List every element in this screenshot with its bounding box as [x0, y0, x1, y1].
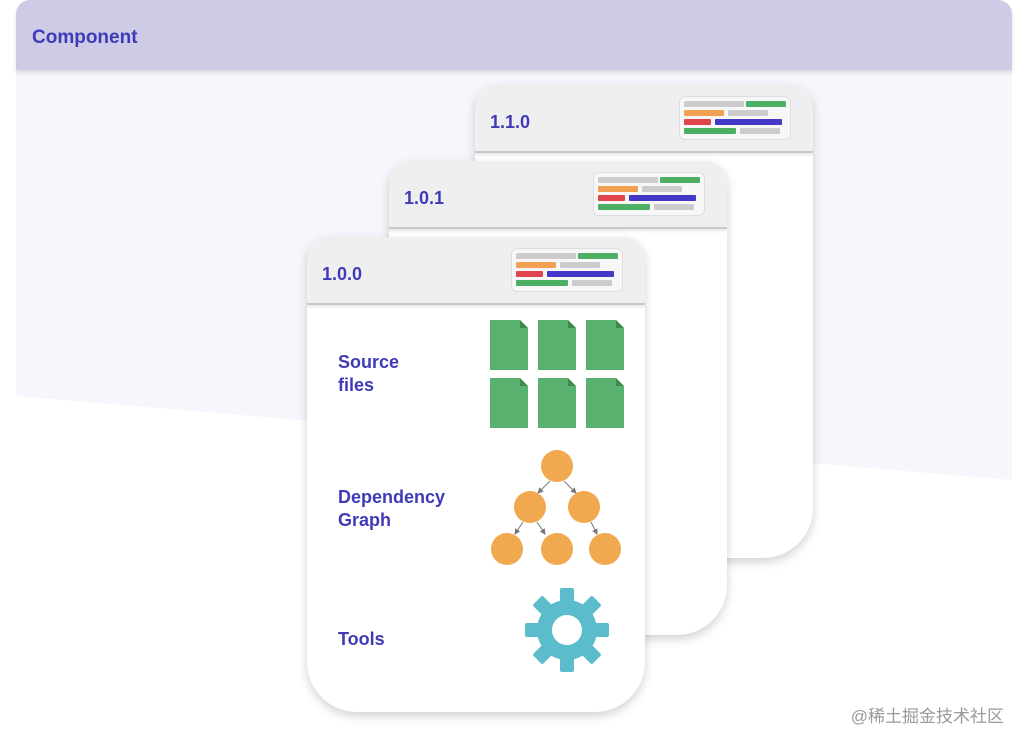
graph-node [568, 491, 600, 523]
code-line [684, 101, 744, 107]
code-line [684, 128, 736, 134]
code-line [516, 253, 576, 259]
code-line [684, 119, 711, 125]
document-icon [586, 378, 624, 428]
code-snippet-icon [593, 172, 705, 216]
component-header: Component [16, 0, 1012, 70]
graph-node [589, 533, 621, 565]
dependency-graph-label: Dependency Graph [338, 487, 446, 530]
document-icon [538, 320, 576, 370]
graph-node [491, 533, 523, 565]
dependency-graph-icon [491, 450, 621, 565]
code-line [684, 110, 724, 116]
gear-icon [525, 588, 609, 672]
source-files-label: Source files [338, 352, 400, 395]
document-icon [490, 320, 528, 370]
code-line [516, 262, 556, 268]
graph-node [541, 533, 573, 565]
code-line [547, 271, 614, 277]
code-line [578, 253, 618, 259]
code-line [560, 262, 600, 268]
code-line [516, 271, 543, 277]
code-line [740, 128, 780, 134]
document-icon [586, 320, 624, 370]
code-line [598, 186, 638, 192]
card-header: 1.0.1 [389, 161, 727, 229]
code-line [642, 186, 682, 192]
code-line [660, 177, 700, 183]
code-line [746, 101, 786, 107]
card-header: 1.0.0 [307, 237, 645, 305]
code-line [516, 280, 568, 286]
code-line [598, 177, 658, 183]
header-title: Component [32, 27, 138, 48]
card-version-label: 1.1.0 [490, 112, 531, 132]
card-header: 1.1.0 [475, 85, 813, 153]
document-icon [538, 378, 576, 428]
code-line [715, 119, 782, 125]
card-version-label: 1.0.1 [404, 188, 445, 208]
document-icon [490, 378, 528, 428]
code-line [728, 110, 768, 116]
code-snippet-icon [679, 96, 791, 140]
code-line [654, 204, 694, 210]
card-version-label: 1.0.0 [322, 264, 363, 284]
graph-node [514, 491, 546, 523]
graph-node [541, 450, 573, 482]
watermark: @稀土掘金技术社区 [850, 707, 1004, 726]
code-line [629, 195, 696, 201]
code-line [598, 195, 625, 201]
tools-label: Tools [338, 629, 385, 649]
code-snippet-icon [511, 248, 623, 292]
code-line [572, 280, 612, 286]
code-line [598, 204, 650, 210]
version-card-1-0-0: 1.0.0 Source files Dependency Graph Tool… [307, 237, 645, 712]
